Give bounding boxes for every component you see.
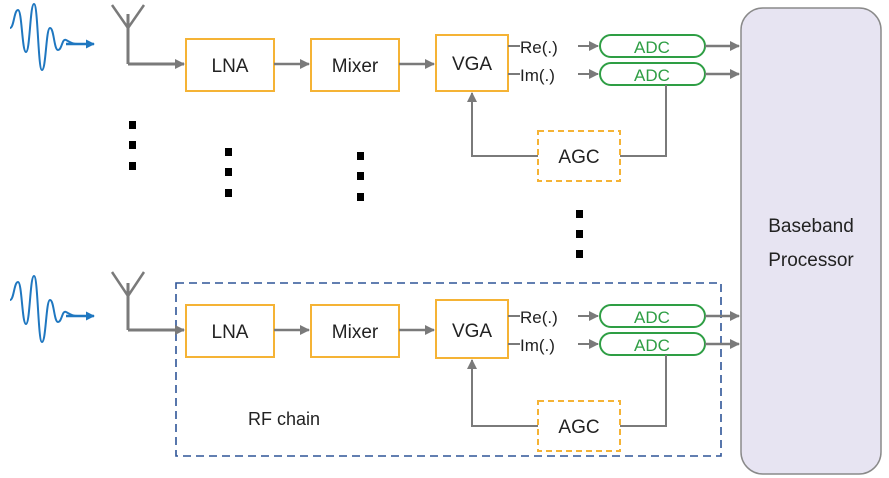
adc-block-re: ADC <box>599 304 706 328</box>
wave-icon <box>9 2 95 72</box>
adc-block-re: ADC <box>599 34 706 58</box>
vga-block: VGA <box>435 34 509 92</box>
vga-block: VGA <box>435 299 509 359</box>
adc-label: ADC <box>634 38 670 57</box>
agc-block: AGC <box>537 400 621 452</box>
ellipsis-dots <box>129 121 583 258</box>
agc-label: AGC <box>558 147 599 168</box>
rf-chain-label: RF chain <box>248 409 320 429</box>
agc-block: AGC <box>537 130 621 182</box>
adc-label: ADC <box>634 66 670 85</box>
re-signal-label: Re(.) <box>520 308 558 327</box>
adc-label: ADC <box>634 308 670 327</box>
mixer-label: Mixer <box>332 322 379 343</box>
im-signal-label: Im(.) <box>520 336 555 355</box>
lna-label: LNA <box>212 56 249 77</box>
rf-chain-group <box>175 282 722 457</box>
rf-chain-top: LNA Mixer VGA Re(.) Im(.) ADC ADC <box>9 2 740 182</box>
agc-label: AGC <box>558 417 599 438</box>
mixer-block: Mixer <box>310 304 400 358</box>
adc-block-im: ADC <box>599 62 706 86</box>
im-signal-label: Im(.) <box>520 66 555 85</box>
baseband-label-line1: Baseband <box>768 216 854 237</box>
antenna-icon <box>110 4 185 69</box>
antenna-icon <box>110 271 185 335</box>
vga-label: VGA <box>452 54 492 75</box>
re-signal-label: Re(.) <box>520 38 558 57</box>
wave-icon <box>9 274 95 344</box>
mixer-label: Mixer <box>332 56 379 77</box>
lna-label: LNA <box>212 322 249 343</box>
lna-block: LNA <box>185 38 275 92</box>
baseband-label-line2: Processor <box>768 250 854 271</box>
lna-block: LNA <box>185 304 275 358</box>
vga-label: VGA <box>452 321 492 342</box>
adc-block-im: ADC <box>599 332 706 356</box>
baseband-processor: Baseband Processor <box>740 7 882 475</box>
rf-chain-bottom: RF chain LNA Mixer VGA <box>9 271 740 457</box>
adc-label: ADC <box>634 336 670 355</box>
mixer-block: Mixer <box>310 38 400 92</box>
